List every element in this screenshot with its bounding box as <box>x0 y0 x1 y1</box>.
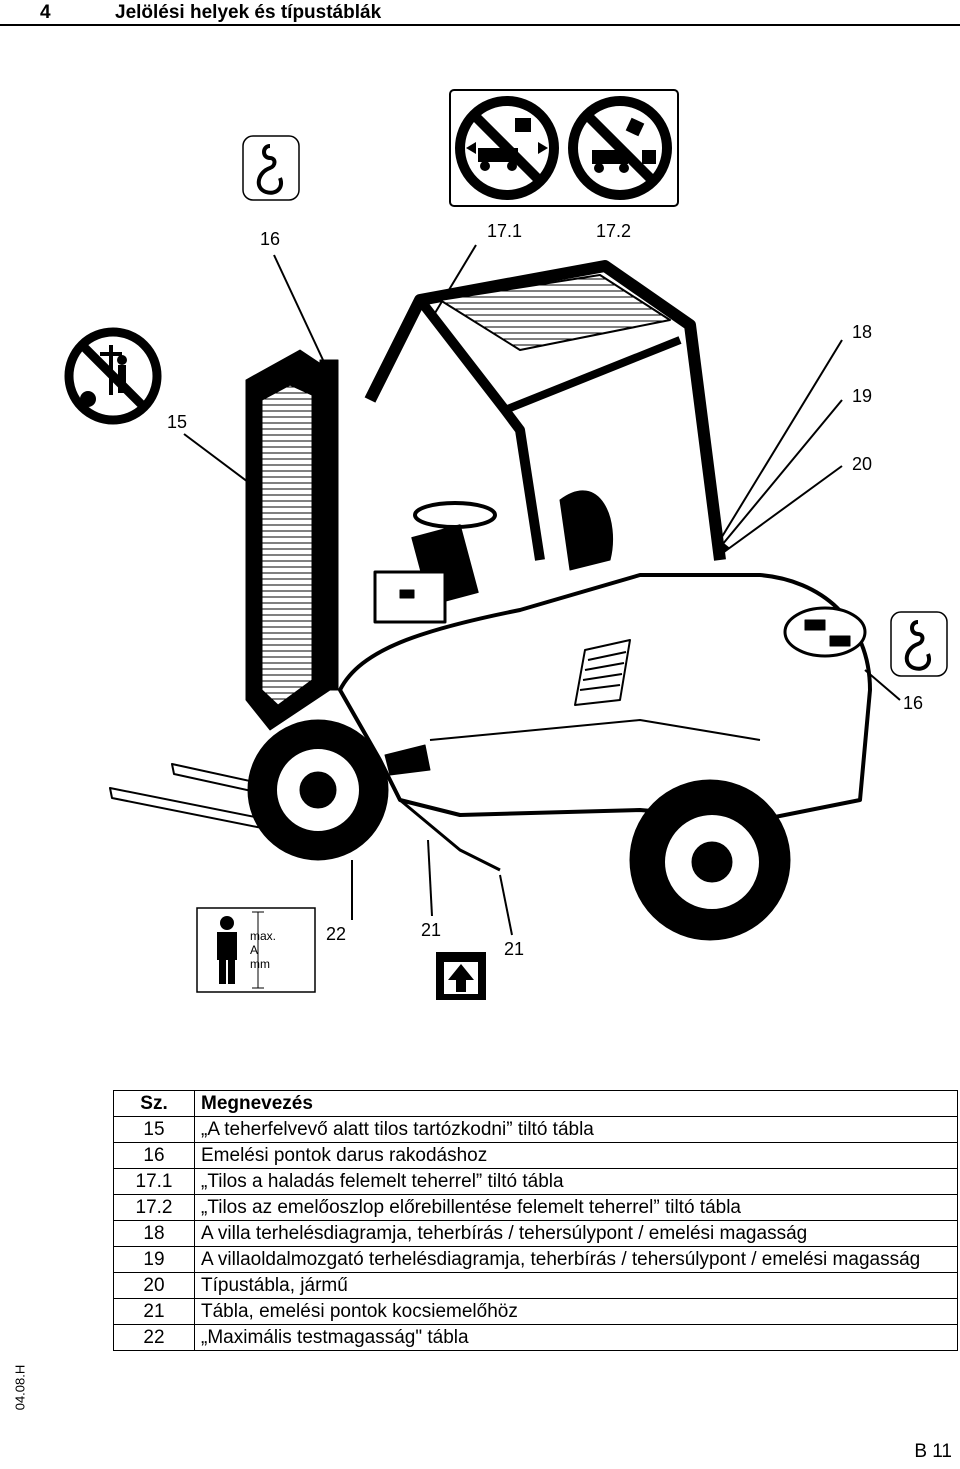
legend-table: Sz. Megnevezés 15„A teherfelvevő alatt t… <box>113 1090 958 1351</box>
row-text: „Maximális testmagasság" tábla <box>194 1324 958 1351</box>
legend-col-name: Megnevezés <box>194 1090 958 1117</box>
forklift-drawing <box>109 260 872 941</box>
leader-17 <box>431 244 477 319</box>
header-rule <box>0 24 960 26</box>
page-number: B 11 <box>914 1441 952 1462</box>
callout-17-2: 17.2 <box>596 221 631 241</box>
row-text: Tábla, emelési pontok kocsiemelőhöz <box>194 1298 958 1325</box>
row-no: 22 <box>113 1324 195 1351</box>
callout-18: 18 <box>852 322 872 342</box>
row-no: 18 <box>113 1220 195 1247</box>
row-no: 17.2 <box>113 1194 195 1221</box>
callout-16-rear: 16 <box>903 693 923 713</box>
callout-21-b: 21 <box>504 939 524 959</box>
row-no: 17.1 <box>113 1168 195 1195</box>
page-header: 4 Jelölési helyek és típustáblák <box>0 0 960 26</box>
crane-hook-rear-icon <box>890 611 948 677</box>
row-text: „A teherfelvevő alatt tilos tartózkodni”… <box>194 1116 958 1143</box>
no-standing-under-load-icon <box>64 327 162 425</box>
row-text: Emelési pontok darus rakodáshoz <box>194 1142 958 1169</box>
row-text: „Tilos a haladás felemelt teherrel” tilt… <box>194 1168 958 1195</box>
height-plate-line1: max. <box>250 929 276 943</box>
table-row: 17.1„Tilos a haladás felemelt teherrel” … <box>113 1168 958 1195</box>
leader-19 <box>721 399 843 546</box>
row-no: 19 <box>113 1246 195 1273</box>
forklift-illustration: 17.1 17.2 16 15 <box>64 89 948 1000</box>
crane-hook-icon <box>242 135 300 201</box>
prohibition-signs-panel <box>449 89 679 207</box>
row-no: 15 <box>113 1116 195 1143</box>
row-text: A villaoldalmozgató terhelésdiagramja, t… <box>194 1246 958 1273</box>
row-no: 16 <box>113 1142 195 1169</box>
row-no: 20 <box>113 1272 195 1299</box>
table-row: 22„Maximális testmagasság" tábla <box>113 1324 958 1351</box>
row-text: Típustábla, jármű <box>194 1272 958 1299</box>
no-travel-raised-load-icon <box>455 96 559 200</box>
section-number: 4 <box>40 2 51 23</box>
legend-header-row: Sz. Megnevezés <box>113 1090 958 1117</box>
leader-21-b <box>499 874 513 936</box>
legend-col-no: Sz. <box>113 1090 195 1117</box>
callout-15: 15 <box>167 412 187 432</box>
leader-18 <box>719 339 843 541</box>
row-text: „Tilos az emelőoszlop előrebillentése fe… <box>194 1194 958 1221</box>
callout-21-a: 21 <box>421 920 441 940</box>
callout-22: 22 <box>326 924 346 944</box>
row-no: 21 <box>113 1298 195 1325</box>
leader-21-a <box>427 839 433 917</box>
document-code: 04.08.H <box>12 1364 28 1411</box>
leader-16-rear <box>864 669 901 701</box>
leader-16-top <box>273 254 324 361</box>
height-plate-line3: mm <box>250 957 270 971</box>
table-row: 15„A teherfelvevő alatt tilos tartózkodn… <box>113 1116 958 1143</box>
callout-20: 20 <box>852 454 872 474</box>
callout-17-1: 17.1 <box>487 221 522 241</box>
no-mast-tilt-raised-load-icon <box>568 96 672 200</box>
height-plate-line2: A <box>250 943 258 957</box>
jack-point-icon <box>436 952 486 1000</box>
max-height-plate: max. A mm <box>196 907 316 993</box>
row-text: A villa terhelésdiagramja, teherbírás / … <box>194 1220 958 1247</box>
callout-16-top: 16 <box>260 229 280 249</box>
section-title: Jelölési helyek és típustáblák <box>115 2 382 23</box>
arrow-head <box>716 540 730 555</box>
table-row: 17.2„Tilos az emelőoszlop előrebillentés… <box>113 1194 958 1221</box>
callout-19: 19 <box>852 386 872 406</box>
leader-20 <box>723 465 843 553</box>
